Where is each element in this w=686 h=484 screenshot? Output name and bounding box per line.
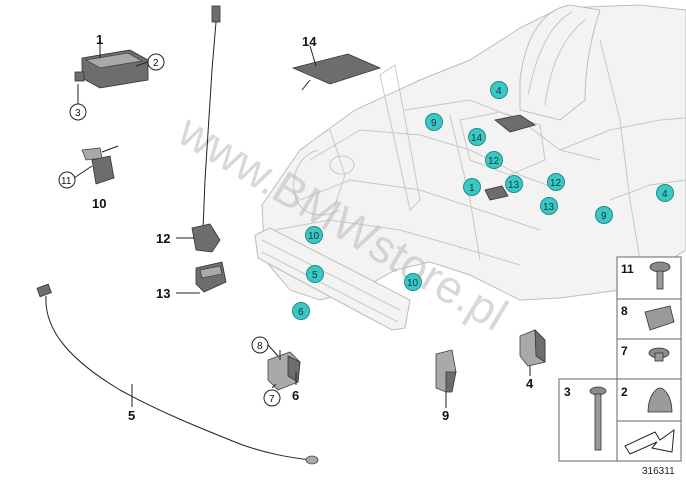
legend-num-11: 11	[621, 262, 634, 276]
vehicle-body-illustration	[254, 4, 686, 331]
marker-10-right	[404, 273, 422, 291]
marker-12-right	[547, 173, 565, 191]
cap-nut-icon-2	[647, 387, 673, 413]
marker-10-left	[305, 226, 323, 244]
part-1-control-unit	[74, 49, 149, 89]
callout-8-circle	[251, 336, 269, 354]
view-direction-arrow-icon	[624, 428, 675, 455]
svg-text:6: 6	[298, 307, 304, 318]
svg-text:10: 10	[407, 278, 419, 289]
bolt-icon-3	[589, 386, 607, 451]
screw-icon-11	[649, 261, 671, 290]
nut-icon-7	[648, 347, 670, 362]
part-12-antenna	[191, 5, 221, 253]
callout-11-circle	[58, 171, 76, 189]
svg-text:4: 4	[496, 86, 502, 97]
callout-13: 13	[156, 286, 170, 301]
part-10-sensor	[81, 145, 119, 185]
callout-3-circle	[69, 103, 87, 121]
callout-7: 7	[269, 394, 275, 405]
legend-cell-7	[616, 338, 682, 380]
part-4-bracket	[519, 328, 546, 367]
legend-num-2: 2	[621, 385, 628, 399]
callout-2-circle	[147, 53, 165, 71]
callout-7-circle	[263, 389, 281, 407]
callout-10: 10	[92, 196, 106, 211]
legend-num-3: 3	[564, 385, 571, 399]
svg-text:9: 9	[601, 211, 607, 222]
svg-text:5: 5	[312, 270, 318, 281]
marker-4-top	[490, 81, 508, 99]
callout-12: 12	[156, 231, 170, 246]
marker-9-right	[595, 206, 613, 224]
marker-12-top	[485, 151, 503, 169]
marker-9-top	[425, 113, 443, 131]
svg-text:12: 12	[550, 178, 562, 189]
marker-4-right	[656, 184, 674, 202]
legend-cell-11	[616, 256, 682, 300]
svg-text:4: 4	[662, 189, 668, 200]
callout-3: 3	[75, 108, 81, 119]
part-13-holder	[195, 261, 227, 293]
svg-text:12: 12	[488, 156, 500, 167]
svg-text:10: 10	[308, 231, 320, 242]
svg-text:13: 13	[508, 180, 520, 191]
part-9-bracket	[435, 349, 457, 393]
fastener-legend: 11 8 7 3 2	[558, 256, 682, 462]
marker-6	[292, 302, 310, 320]
svg-text:13: 13	[543, 202, 555, 213]
legend-num-8: 8	[621, 304, 628, 318]
callout-14: 14	[302, 34, 317, 49]
callout-8: 8	[257, 341, 263, 352]
part-5-cable	[36, 283, 319, 465]
document-id: 316311	[642, 466, 675, 477]
callout-5: 5	[128, 408, 135, 423]
callout-11: 11	[61, 176, 72, 187]
callout-9: 9	[442, 408, 449, 423]
marker-5	[306, 265, 324, 283]
marker-14	[468, 128, 486, 146]
marker-13-top	[505, 175, 523, 193]
leader-lines	[73, 44, 531, 408]
part-14-plate	[291, 53, 382, 91]
svg-text:9: 9	[431, 118, 437, 129]
vehicle-location-markers: 4 9 14 12 1 13 12 13 9 4 10 5 10 6	[292, 81, 674, 320]
marker-1	[463, 178, 481, 196]
svg-text:14: 14	[471, 133, 483, 144]
clip-icon-8	[644, 305, 675, 331]
part-6-sensor-box	[267, 350, 301, 391]
callout-numbers: 1 2 3 11 10 12 13 14 8 7 6 5 9 4	[58, 32, 534, 423]
callout-1: 1	[96, 32, 103, 47]
svg-text:1: 1	[469, 183, 475, 194]
callout-4: 4	[526, 376, 534, 391]
callout-6: 6	[292, 388, 299, 403]
legend-num-7: 7	[621, 344, 628, 358]
callout-2: 2	[153, 58, 159, 69]
marker-13-right	[540, 197, 558, 215]
